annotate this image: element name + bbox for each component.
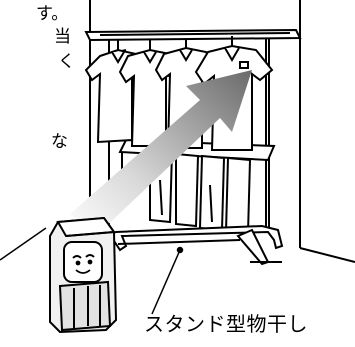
body-text-fragment-3: く bbox=[58, 52, 75, 72]
body-text-fragment-4: な bbox=[51, 132, 68, 152]
hanging-towels bbox=[149, 148, 252, 235]
stand-base bbox=[95, 224, 284, 266]
stand-type-rack-label: スタンド型物干し bbox=[144, 312, 308, 336]
airflow-arrow-icon bbox=[70, 70, 252, 236]
body-text-fragment-1: す。 bbox=[36, 4, 69, 24]
stand-top-rail bbox=[84, 28, 302, 42]
dehumidifier-face-icon bbox=[72, 254, 95, 274]
callout-lines bbox=[0, 227, 184, 315]
dehumidifier-device bbox=[49, 216, 118, 334]
body-text-fragment-2: 当 bbox=[54, 27, 71, 47]
